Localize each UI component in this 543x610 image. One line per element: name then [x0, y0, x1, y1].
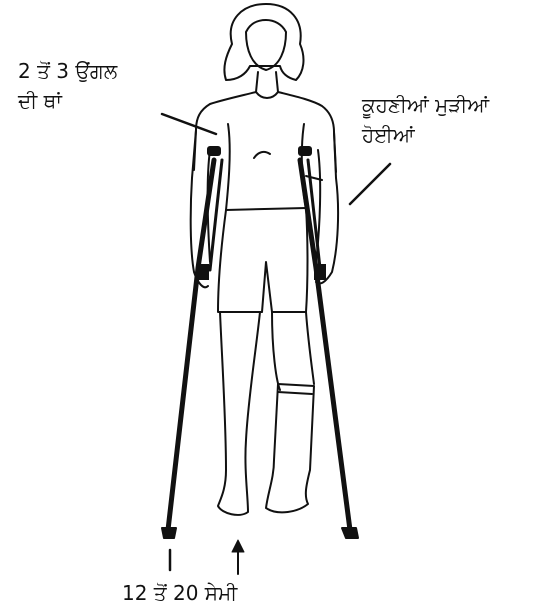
shorts	[218, 208, 308, 312]
head	[246, 20, 286, 92]
leg-cast	[266, 384, 314, 512]
legs	[218, 312, 314, 515]
elbows-pointer-line	[350, 164, 390, 204]
armpit-pointer-line	[162, 114, 216, 134]
left-crutch	[162, 146, 222, 538]
crutch-distance-marker	[170, 540, 244, 574]
